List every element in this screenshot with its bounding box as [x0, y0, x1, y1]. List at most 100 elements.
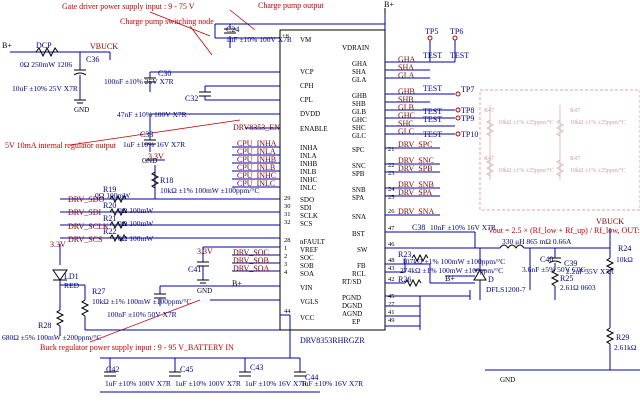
tp5-label: TP5 [425, 27, 438, 36]
pin-num-30: 30 [284, 203, 291, 210]
ghost-ref-4: R47 [570, 156, 580, 162]
net-drv-snb: DRV_SNB [398, 180, 434, 189]
net-drv-sclk: DRV_SCLK [68, 222, 109, 231]
ic-pin-shc: SHC [352, 124, 366, 132]
net-glc: GLC [398, 127, 414, 136]
power-bplus-top: B+ [384, 0, 394, 9]
net-drv-scs: DRV_SCS [68, 235, 102, 244]
ic-pin-gha: GHA [352, 60, 367, 68]
pin-num-2: 2 [284, 253, 287, 260]
ic-pin-vin: VIN [300, 284, 312, 292]
net-drv-sdi: DRV_SDI [68, 208, 101, 217]
value-d-dfls: DFLS1200-7 [486, 285, 526, 294]
annotation-charge-pump-switch: Charge pump switching node [120, 17, 214, 26]
pin-num-42: 42 [388, 276, 395, 283]
ic-pin-enable: ENABLE [300, 125, 328, 133]
net-ghc: GHC [398, 111, 415, 120]
ic-pin-shb: SHB [352, 100, 366, 108]
ic-pin-sdo: SDO [300, 196, 314, 204]
value-c43: 1uF ±10% 16V X7R [245, 379, 307, 388]
ic-pin-cpl: CPL [300, 96, 313, 104]
ic-pin-sclk: SCLK [300, 212, 318, 220]
net-ghb: GHB [398, 87, 415, 96]
ic-pin-number-top: +8 [282, 33, 289, 40]
ic-pin-spc: SPC [352, 146, 365, 154]
ic-pin-nfault: nFAULT [300, 238, 326, 246]
value-r20: 0Ω 100mW [118, 206, 154, 215]
input-section [10, 46, 111, 104]
pin-num-22: 22 [388, 162, 395, 169]
power-bplus-left: B+ [2, 41, 12, 50]
value-c45: 1uF ±10% 100V X7R [175, 379, 241, 388]
value-r22: 0Ω 100mW [118, 234, 154, 243]
lower-left-wires [52, 244, 320, 393]
ref-r21: R21 [103, 214, 116, 223]
value-r26: 274kΩ ±1% 100mW ±100ppm/°C [400, 266, 503, 275]
net-drv8353-en: DRV8353_EN [233, 123, 280, 132]
ref-r24: R24 [618, 244, 631, 253]
net-gla: GLA [398, 71, 415, 80]
ref-c39: C39 [564, 259, 577, 268]
gate-output-wires [385, 40, 456, 216]
net-drv-sob: DRV_SOB [233, 256, 269, 265]
value-c42: 1uF ±10% 100V X7R [105, 379, 171, 388]
ic-part-name: DRV8353RHRGZR [300, 336, 365, 345]
ic-pin-cph: CPH [300, 82, 314, 90]
ic-pin-vcp: VCP [300, 68, 314, 76]
value-r24: 10kΩ [616, 255, 633, 264]
net-cpu-inha: CPU_INHA [237, 139, 277, 148]
tp9-test-label: TEST [423, 115, 442, 124]
annotation-regulator-output: 5V 10mA internal regulator output [5, 141, 117, 150]
ic-pin-soc: SOC [300, 254, 314, 262]
net-drv-soa: DRV_SOA [233, 264, 269, 273]
ic-pin-fb: FB [357, 262, 366, 270]
value-c40: 3.6nF ±5% 50V C0G [522, 265, 587, 274]
ref-c33: C33 [140, 130, 153, 139]
ref-r18: R18 [160, 176, 173, 185]
pin-num-26: 26 [388, 208, 395, 215]
ref-r19: R19 [103, 185, 116, 194]
ref-c44: C44 [305, 373, 318, 382]
ref-r25: R25 [560, 274, 573, 283]
tp8-label: TP8 [461, 106, 474, 115]
value-c32: 47nF ±10% 100V X7R [117, 110, 187, 119]
ref-ld1: LD1 [64, 272, 79, 281]
ic-pin-agnd: AGND [342, 310, 362, 318]
pin-num-32: 32 [284, 219, 291, 226]
annotation-buck-supply: Buck regulator power supply input : 9 - … [40, 343, 234, 352]
value-inductor: 330 μH 865 mΩ 0.66A [502, 237, 572, 246]
ic-pin-bst: BST [352, 230, 366, 238]
pin-num-29: 29 [284, 195, 291, 202]
value-c33: 1uF ±10% 16V X7R [123, 140, 185, 149]
ref-c24: C24 [226, 25, 239, 34]
ref-c45: C45 [180, 365, 193, 374]
ic-pin-vcc: VCC [300, 314, 315, 322]
ic-pin-snb: SNB [352, 186, 366, 194]
pin-num-3: 3 [284, 261, 287, 268]
pin-num-48: 48 [388, 257, 395, 264]
net-drv-snc: DRV_SNC [398, 156, 434, 165]
pin-num-1: 1 [284, 245, 287, 252]
value-r29: 2.61kΩ [614, 343, 637, 352]
ic-pin-inhb: INHB [300, 160, 317, 168]
buck-section [385, 228, 640, 371]
ic-right-pin-numbers: 21 22 23 24 25 26 47 46 48 43 42 45 27 4… [388, 146, 395, 324]
pin-num-24: 24 [388, 186, 395, 193]
annotation-charge-pump-output: Charge pump output [258, 1, 324, 10]
test-point-labels: TP5 TP6 TEST TEST TEST TP7 TEST TP8 TEST… [423, 27, 478, 139]
value-r18: 10kΩ ±1% 100mW ±100ppm/°C [160, 186, 259, 195]
tp7-label: TP7 [461, 85, 474, 94]
net-drv-spb: DRV_SPB [398, 164, 432, 173]
ref-r22: R22 [103, 227, 116, 236]
value-ld1: RED [64, 281, 80, 290]
ref-r29: R29 [616, 333, 629, 342]
ic-pin-snc: SNC [352, 162, 366, 170]
ic-pin-inla: INLA [300, 152, 317, 160]
pin-num-25: 25 [388, 194, 395, 201]
ref-c40: C40 [540, 255, 553, 264]
left-net-labels: DRV8353_EN CPU_INHA CPU_INLA CPU_INHB CP… [68, 123, 280, 273]
ghost-text: R47 10kΩ ±1% ±25ppm/°C R47 10kΩ ±1% ±25p… [484, 108, 626, 174]
ref-c42: C42 [106, 365, 119, 374]
value-dcp: 0Ω 250mW 1206 [20, 60, 72, 69]
